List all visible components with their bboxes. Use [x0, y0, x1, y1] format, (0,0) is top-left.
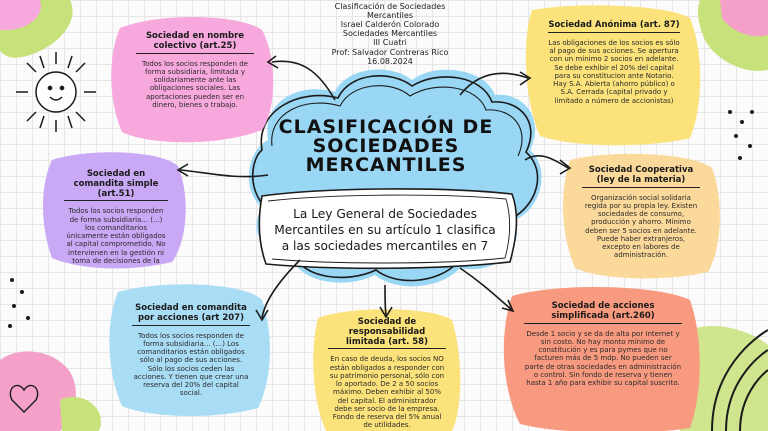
center-scribble-2	[271, 85, 523, 157]
card-title: Sociedad en comandita simple (art.51)	[64, 169, 168, 202]
header-line: Mercantiles	[367, 11, 413, 21]
card-text: En caso de deuda, los socios NO están ob…	[329, 355, 445, 430]
dot-clusters	[8, 110, 754, 328]
header-line: Prof: Salvador Contreras Rico	[331, 47, 449, 57]
main-title: CLASIFICACIÓN DE SOCIEDADES MERCANTILES	[278, 116, 494, 176]
card-nombre-colectivo: Sociedad en nombre colectivo (art.25) To…	[128, 26, 262, 138]
connector-arrows	[176, 55, 572, 322]
card-bg-cooperativa	[563, 153, 720, 279]
card-acciones-simplificada: Sociedad de acciones simplificada (art.2…	[516, 296, 690, 430]
card-title: Sociedad Cooperativa (ley de la materia)	[582, 165, 700, 188]
card-title: Sociedad en nombre colectivo (art.25)	[136, 31, 254, 54]
header-line: III Cuatri	[373, 38, 407, 48]
header-line: Clasificación de Sociedades	[334, 2, 446, 11]
card-bg-comandita-acciones	[109, 284, 270, 417]
card-text: Todos los socios responden de forma subs…	[66, 207, 166, 264]
card-bg-comandita-simple	[43, 152, 186, 269]
header-line: Sociedades Mercantiles	[342, 29, 438, 39]
card-title: Sociedad Anónima (art. 87)	[548, 20, 680, 33]
card-comandita-simple: Sociedad en comandita simple (art.51) To…	[56, 164, 176, 264]
card-text: Organización social solidaria regida por…	[584, 193, 698, 260]
card-cooperativa: Sociedad Cooperativa (ley de la materia)…	[574, 160, 708, 272]
card-responsabilidad-limitada: Sociedad de responsabilidad limitada (ar…	[320, 312, 454, 431]
description-banner-inner	[267, 194, 511, 264]
description-banner	[258, 188, 518, 270]
scribble-heart	[9, 384, 39, 413]
card-text: Las obligaciones de los socios es sólo a…	[548, 38, 680, 105]
author-header: Clasificación de Sociedades Mercantiles …	[322, 2, 458, 66]
card-anonima: Sociedad Anónima (art. 87) Las obligacio…	[540, 8, 688, 140]
main-description: La Ley General de Sociedades Mercantiles…	[274, 207, 496, 253]
card-bg-anonima	[525, 5, 701, 146]
card-bg-responsabilidad	[313, 309, 461, 431]
rainbow-doodle	[711, 329, 768, 431]
card-comandita-acciones: Sociedad en comandita por acciones (art …	[124, 298, 258, 410]
card-text: Todos los socios responden de forma subs…	[142, 59, 248, 109]
card-bg-nombre-colectivo	[111, 16, 274, 143]
header-line: 16.08.2024	[367, 56, 413, 66]
blob-top-right-pink	[720, 0, 768, 37]
card-text: Desde 1 socio y se da de alta por Intern…	[524, 329, 682, 388]
card-title: Sociedad en comandita por acciones (art …	[132, 303, 250, 326]
card-title: Sociedad de acciones simplificada (art.2…	[524, 301, 682, 324]
blob-bottom-left-lime	[60, 396, 101, 431]
blob-top-left-pink	[0, 0, 41, 30]
card-text: Todos los socios responden de forma subs…	[133, 331, 249, 398]
header-line: Israel Calderón Colorado	[340, 20, 440, 30]
card-title: Sociedad de responsabilidad limitada (ar…	[328, 317, 446, 350]
sun-doodle	[16, 52, 96, 132]
